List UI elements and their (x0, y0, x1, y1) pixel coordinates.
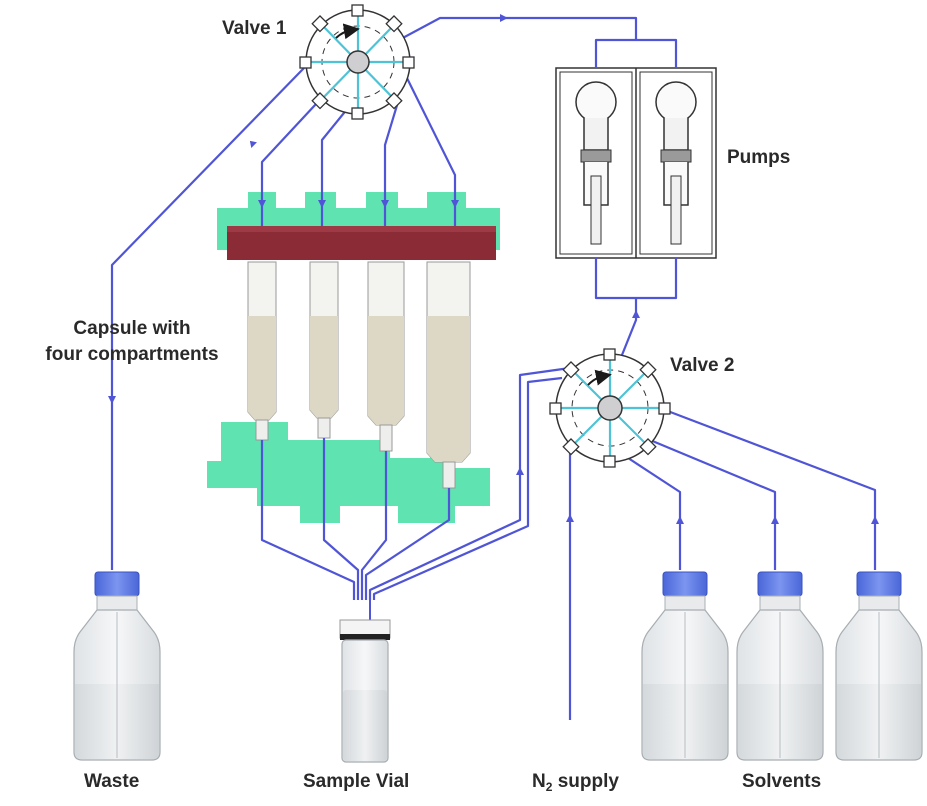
cartridge-3 (367, 261, 405, 452)
valve-1-label: Valve 1 (222, 18, 287, 39)
pump-1 (575, 81, 617, 245)
n2-supply-label: N2 supply (532, 772, 619, 793)
waste-label: Waste (84, 771, 140, 792)
capsule-label-line-1: Capsule with (73, 318, 191, 339)
valve-1 (299, 4, 415, 120)
solvent-bottle-3 (835, 571, 923, 761)
capsule-label: Capsule with four compartments (26, 316, 238, 367)
n2-subscript: 2 (545, 780, 553, 794)
cartridge-1 (247, 261, 277, 441)
cartridge-4 (426, 261, 471, 489)
capsule-bottom-frame (207, 422, 490, 523)
n2-prefix: N (532, 771, 546, 792)
waste-bottle (73, 571, 161, 761)
sample-vial-label: Sample Vial (303, 771, 410, 792)
valve-2-label: Valve 2 (670, 355, 735, 376)
valve-2 (549, 348, 671, 468)
solvents-label: Solvents (742, 771, 822, 792)
tubing (110, 16, 877, 752)
sample-vial (339, 619, 391, 763)
capsule-lid (227, 226, 496, 260)
pumps-label: Pumps (727, 147, 791, 168)
solvent-bottle-1 (641, 571, 729, 761)
flow-arrows (108, 14, 879, 524)
pump-2 (655, 81, 697, 245)
n2-suffix: supply (552, 771, 619, 792)
cartridge-2 (309, 261, 339, 439)
solvent-bottle-2 (736, 571, 824, 761)
capsule-label-line-2: four compartments (45, 343, 219, 365)
